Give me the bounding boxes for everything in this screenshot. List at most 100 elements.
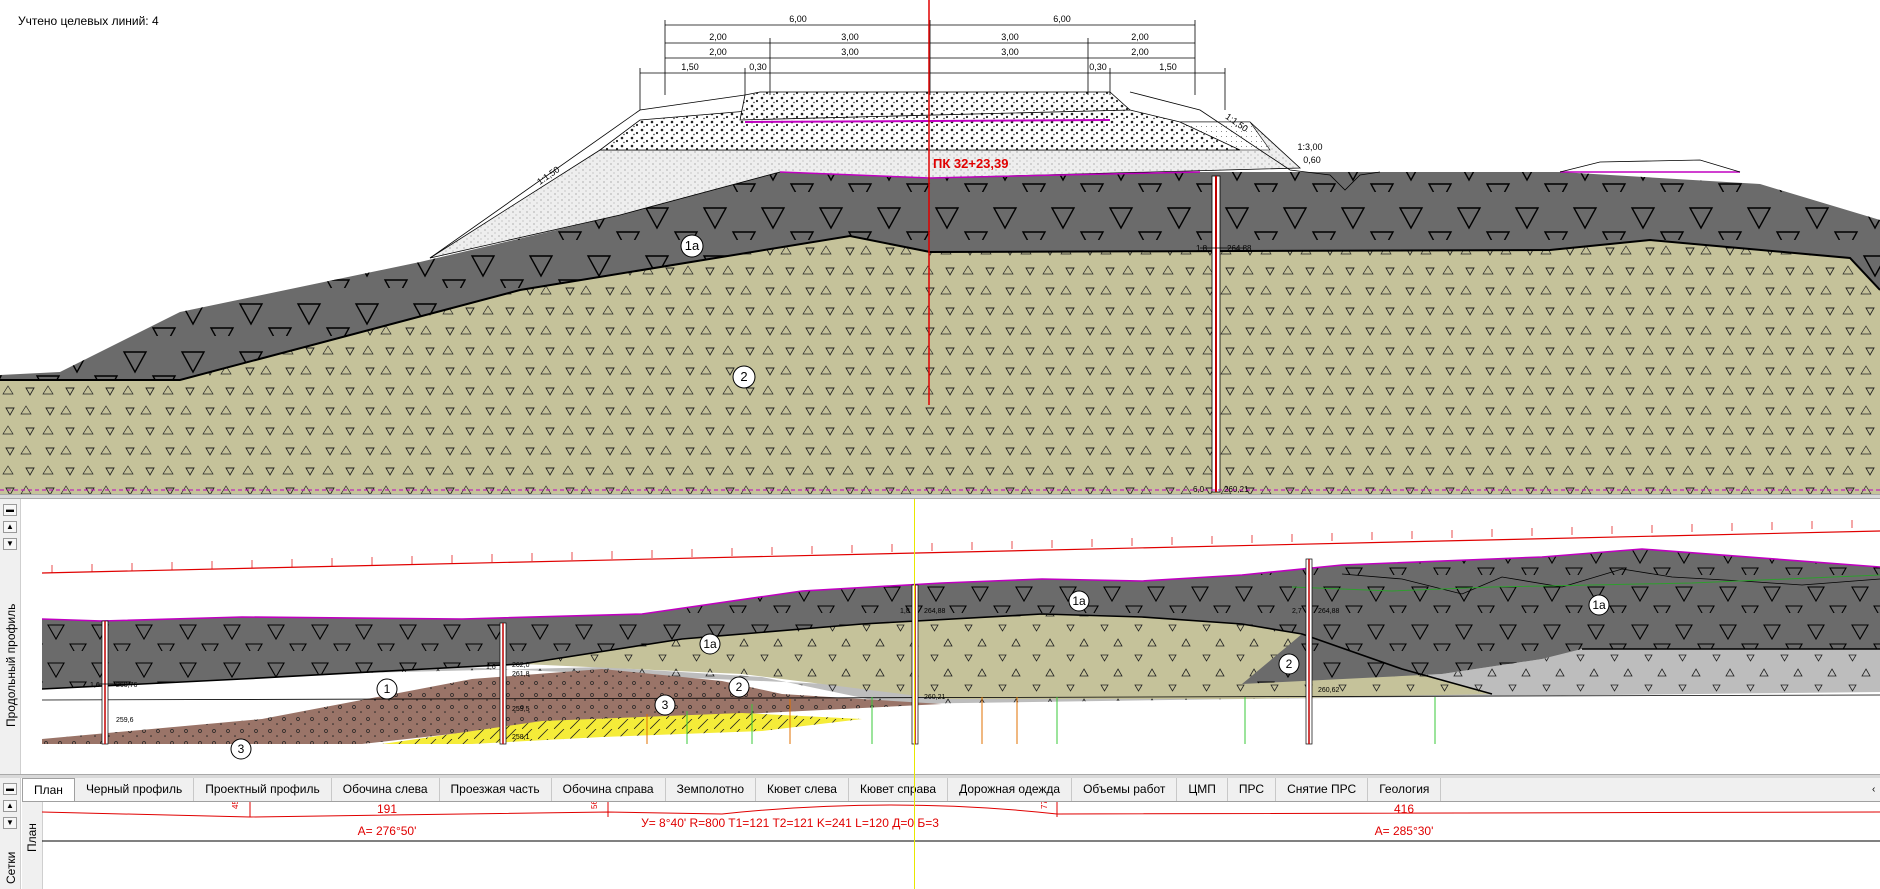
dim-top-left: 6,00 [789, 14, 807, 24]
pavement-base [598, 109, 1241, 151]
tab-subgrade[interactable]: Земполотно [666, 778, 757, 801]
profile-canvas[interactable]: 1,6 260,76 259,6 1,6 262,0 261,8 259,5 2… [42, 499, 1880, 774]
tab-left-ditch[interactable]: Кювет слева [756, 778, 849, 801]
svg-text:2: 2 [740, 369, 747, 384]
station-45: 45 [231, 802, 240, 809]
tab-work-volumes[interactable]: Объемы работ [1072, 778, 1178, 801]
azimuth-left: А= 276°50' [358, 824, 417, 838]
svg-text:260,76: 260,76 [116, 682, 138, 689]
tab-right-ditch[interactable]: Кювет справа [849, 778, 949, 801]
station-77: 77 [1040, 802, 1049, 809]
svg-text:1а: 1а [1592, 598, 1606, 612]
svg-text:2,00: 2,00 [1131, 32, 1149, 42]
tab-carriageway[interactable]: Проезжая часть [440, 778, 552, 801]
svg-text:1а: 1а [1072, 594, 1086, 608]
svg-text:1а: 1а [685, 238, 700, 253]
profile-label-2-b: 2 [1278, 653, 1300, 675]
scroll-up-button[interactable]: ▲ [3, 521, 17, 533]
grid-collapse-button[interactable]: ▬ [3, 783, 17, 795]
scroll-down-button[interactable]: ▼ [3, 538, 17, 550]
tab-dtm[interactable]: ЦМП [1177, 778, 1228, 801]
segment-191: 191 [377, 802, 397, 816]
svg-text:264,88: 264,88 [1227, 244, 1252, 253]
tab-pavement[interactable]: Дорожная одежда [948, 778, 1073, 801]
svg-text:3,00: 3,00 [841, 47, 859, 57]
layer-label-2: 2 [732, 365, 756, 389]
svg-text:1,8: 1,8 [900, 608, 910, 615]
svg-text:264,88: 264,88 [924, 608, 946, 615]
borehole-2[interactable]: 1,6 262,0 261,8 259,5 258,1 [486, 622, 530, 745]
grid-side-toolbar: ▬ ▲ ▼ Сетки [0, 778, 21, 889]
svg-text:1,8: 1,8 [1196, 244, 1208, 253]
svg-text:259,6: 259,6 [116, 717, 134, 724]
borehole-1[interactable]: 1,6 260,76 259,6 [90, 620, 138, 745]
svg-text:1,50: 1,50 [681, 62, 699, 72]
tab-bar: План Черный профиль Проектный профиль Об… [22, 778, 1880, 802]
svg-text:3,00: 3,00 [1001, 32, 1019, 42]
station-56: 56 [590, 802, 599, 809]
tab-right-shoulder[interactable]: Обочина справа [552, 778, 666, 801]
svg-text:0,60: 0,60 [1303, 155, 1321, 165]
svg-text:1,6: 1,6 [90, 682, 100, 689]
tab-topsoil-removal[interactable]: Снятие ПРС [1276, 778, 1369, 801]
picket-label: ПК 32+23,39 [933, 156, 1008, 171]
svg-text:1: 1 [384, 682, 391, 696]
borehole-4[interactable]: 2,7 264,88 260,62 [1292, 558, 1340, 745]
svg-text:0,30: 0,30 [1089, 62, 1107, 72]
borehole-3[interactable]: 1,8 264,88 260,21 [900, 584, 946, 745]
panel-splitter-top[interactable] [0, 494, 1880, 499]
target-lines-info: Учтено целевых линий: 4 [18, 14, 159, 28]
svg-text:1,50: 1,50 [1159, 62, 1177, 72]
profile-label-2-a: 2 [728, 676, 750, 698]
svg-text:1а: 1а [703, 637, 717, 651]
grid-scroll-down-button[interactable]: ▼ [3, 817, 17, 829]
plan-row-label: План [25, 823, 39, 852]
svg-text:2,00: 2,00 [1131, 47, 1149, 57]
svg-text:3,00: 3,00 [841, 32, 859, 42]
svg-text:258,1: 258,1 [512, 734, 530, 741]
tab-geology[interactable]: Геология [1368, 778, 1442, 801]
profile-label-3-a: 3 [654, 694, 676, 716]
svg-text:260,62: 260,62 [1318, 687, 1340, 694]
profile-label-1a-a: 1а [1068, 590, 1090, 612]
tab-black-profile[interactable]: Черный профиль [75, 778, 195, 801]
layer-label-1a: 1а [680, 234, 704, 258]
position-cursor-line [914, 499, 915, 889]
collapse-button[interactable]: ▬ [3, 504, 17, 516]
svg-text:260,21: 260,21 [924, 694, 946, 701]
svg-text:1,6: 1,6 [486, 664, 496, 671]
profile-drawing: 1,6 260,76 259,6 1,6 262,0 261,8 259,5 2… [42, 519, 1880, 760]
tab-left-shoulder[interactable]: Обочина слева [332, 778, 440, 801]
grid-scroll-up-button[interactable]: ▲ [3, 800, 17, 812]
pavement-top [739, 91, 1132, 121]
plan-grid-drawing: 45 56 77 191 416 А= 276°50' А= 285°30' У… [42, 802, 1880, 842]
svg-text:0,30: 0,30 [749, 62, 767, 72]
dimension-lines [639, 20, 1226, 110]
svg-text:2: 2 [1286, 657, 1293, 671]
profile-panel-label: Продольный профиль [4, 603, 18, 727]
svg-text:262,0: 262,0 [512, 662, 530, 669]
grids-label: Сетки [4, 851, 18, 884]
longitudinal-profile-panel: ▬ ▲ ▼ Продольный профиль [0, 499, 1880, 774]
svg-text:2,7: 2,7 [1292, 608, 1302, 615]
curve-parameters: У= 8°40' R=800 T1=121 T2=121 K=241 L=120… [641, 816, 939, 830]
tab-topsoil[interactable]: ПРС [1228, 778, 1277, 801]
svg-text:1:3,00: 1:3,00 [1297, 142, 1322, 152]
segment-416: 416 [1394, 802, 1414, 816]
plan-grid-canvas[interactable]: 45 56 77 191 416 А= 276°50' А= 285°30' У… [42, 802, 1880, 889]
profile-label-3-b: 3 [230, 738, 252, 760]
svg-text:3: 3 [238, 742, 245, 756]
panel-splitter-bottom[interactable] [0, 774, 1880, 778]
svg-text:261,8: 261,8 [512, 671, 530, 678]
profile-label-1: 1 [376, 678, 398, 700]
svg-text:259,5: 259,5 [512, 706, 530, 713]
svg-text:264,88: 264,88 [1318, 608, 1340, 615]
cross-section-view[interactable]: 6,00 6,00 2,00 3,00 3,00 2,00 2,00 3,00 … [0, 0, 1880, 494]
azimuth-right: А= 285°30' [1375, 824, 1434, 838]
tab-design-profile[interactable]: Проектный профиль [194, 778, 332, 801]
tab-plan[interactable]: План [22, 778, 75, 801]
cross-section-drawing: 6,00 6,00 2,00 3,00 3,00 2,00 2,00 3,00 … [0, 0, 1880, 494]
profile-side-toolbar: ▬ ▲ ▼ Продольный профиль [0, 499, 21, 774]
bottom-panel: ▬ ▲ ▼ Сетки План Черный профиль Проектны… [0, 778, 1880, 889]
tabbar-overflow-indicator[interactable]: ‹ [1872, 784, 1876, 795]
